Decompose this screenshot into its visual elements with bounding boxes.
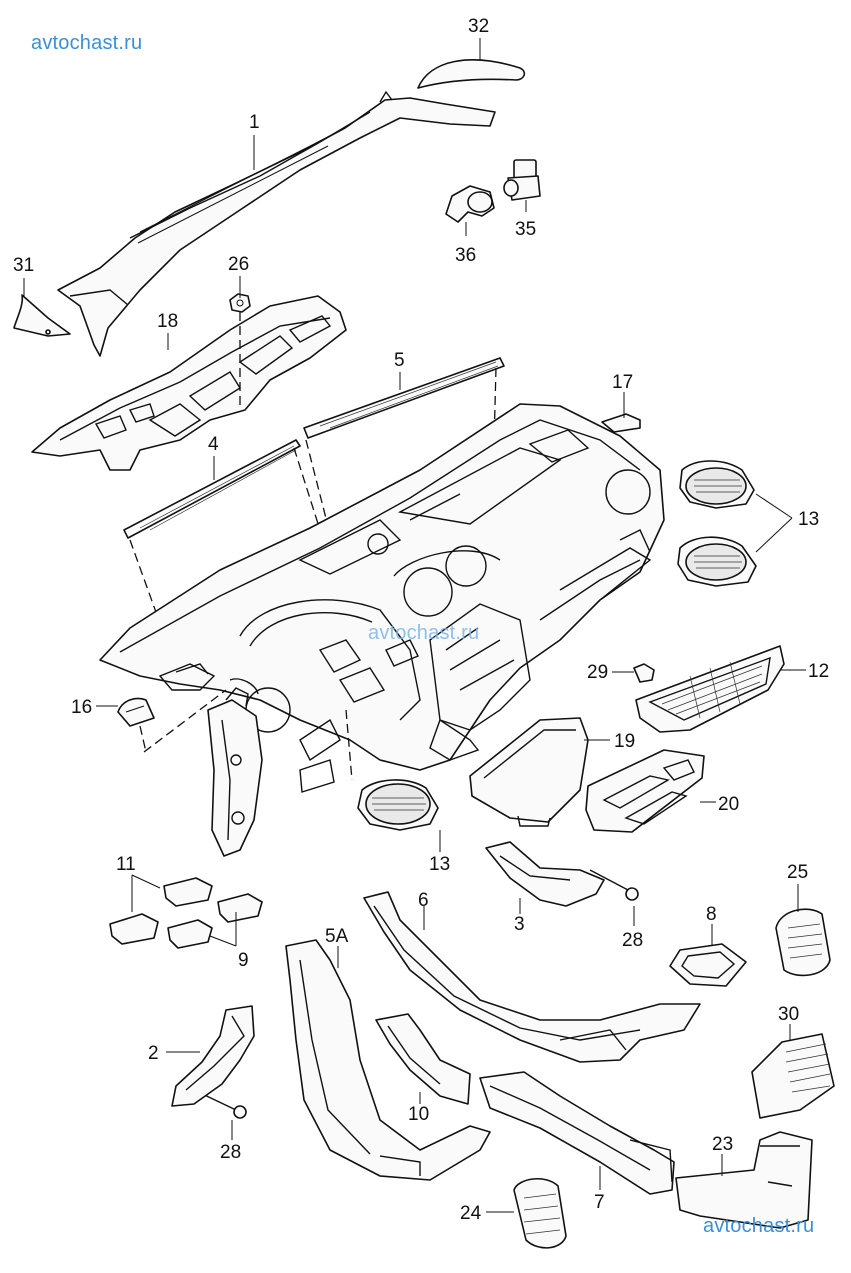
callout-11: 11 <box>116 854 136 875</box>
callout-16: 16 <box>71 697 92 718</box>
callout-36: 36 <box>455 245 476 266</box>
part-16-end-trim <box>117 689 227 753</box>
part-7-floor-duct <box>479 1071 675 1195</box>
part-32-trim-cap <box>417 59 526 89</box>
callout-24: 24 <box>460 1203 482 1224</box>
part-6-air-duct <box>363 891 701 1063</box>
callout-5: 5 <box>394 350 405 371</box>
callout-26: 26 <box>228 254 249 275</box>
part-26-nut <box>229 293 251 408</box>
callout-23: 23 <box>712 1134 733 1155</box>
watermark-bottom: avtochast.ru <box>703 1215 815 1237</box>
callout-25: 25 <box>787 862 808 883</box>
callout-7: 7 <box>594 1192 605 1213</box>
callout-5A: 5A <box>325 926 349 947</box>
dashboard-main-body <box>99 403 665 793</box>
callout-13-upper: 13 <box>798 509 819 530</box>
part-3-bracket <box>485 841 605 907</box>
callout-6: 6 <box>418 890 429 911</box>
part-1-plenum-panel <box>57 90 496 357</box>
callout-17: 17 <box>612 372 633 393</box>
part-18-support <box>31 295 347 471</box>
part-35-sensor <box>503 159 541 201</box>
callout-8: 8 <box>706 904 717 925</box>
part-20-switch-panel <box>585 749 705 833</box>
callout-10: 10 <box>408 1104 429 1125</box>
callout-32: 32 <box>468 16 489 37</box>
leader-lines <box>23 38 806 1213</box>
callout-19: 19 <box>614 731 635 752</box>
dashboard-left-side-panel <box>207 687 263 857</box>
part-2-bracket <box>171 1005 255 1107</box>
callout-18: 18 <box>157 311 178 332</box>
part-5A-duct <box>285 939 491 1181</box>
part-29-clip <box>633 663 655 683</box>
callout-4: 4 <box>208 434 219 455</box>
part-13-vent-lower <box>677 536 757 587</box>
part-19-glove-box <box>469 717 589 827</box>
callout-29: 29 <box>587 662 608 683</box>
callout-20: 20 <box>718 794 739 815</box>
part-8-cover-plate <box>669 943 747 987</box>
callout-12: 12 <box>808 661 829 682</box>
watermark-top: avtochast.ru <box>31 32 143 54</box>
part-13-vent-upper <box>679 460 755 509</box>
callout-13-lower: 13 <box>429 854 450 875</box>
part-36-bracket <box>445 185 495 223</box>
part-12-storage-tray <box>635 645 785 733</box>
part-11-clip-b <box>109 913 159 945</box>
callout-9: 9 <box>238 950 249 971</box>
callout-35: 35 <box>515 219 536 240</box>
callout-3: 3 <box>514 914 525 935</box>
watermark-middle: avtochast.ru <box>368 622 480 644</box>
part-25-vent-grille <box>775 908 831 977</box>
part-17-cover <box>601 413 641 433</box>
part-28-bolt-upper <box>589 869 639 901</box>
callout-30: 30 <box>778 1004 799 1025</box>
part-9-clip-a <box>217 893 263 923</box>
part-9-clip-b <box>167 919 213 949</box>
part-23-rear-duct <box>675 1131 813 1229</box>
part-13-vent-center <box>345 709 439 831</box>
callout-28-lower: 28 <box>220 1142 241 1163</box>
callout-31: 31 <box>13 255 34 276</box>
callout-28-upper: 28 <box>622 930 643 951</box>
part-5-defrost-grille <box>303 357 505 535</box>
part-30-rear-vent <box>751 1033 835 1119</box>
part-31-end-cap <box>13 294 71 337</box>
callout-labels: 32 1 35 36 31 26 18 5 17 4 13 29 12 16 1… <box>13 16 829 1224</box>
part-11-clip-a <box>163 877 213 907</box>
callout-1: 1 <box>249 112 260 133</box>
part-24-grille <box>513 1178 567 1249</box>
callout-2: 2 <box>148 1043 159 1064</box>
part-10-duct <box>375 1013 471 1105</box>
